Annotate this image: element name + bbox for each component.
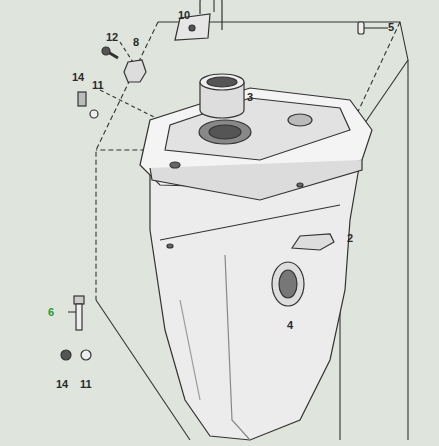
callout-number: 11 xyxy=(92,80,104,91)
callout-number: 14 xyxy=(56,379,68,390)
callout-number: 5 xyxy=(388,22,394,33)
callout-number: 3 xyxy=(247,92,253,103)
callout-number: 4 xyxy=(287,320,293,331)
callout-number: 6 xyxy=(48,307,54,318)
callout-number: 2 xyxy=(347,233,353,244)
callout-number: 10 xyxy=(178,10,190,21)
callout-number: 8 xyxy=(133,37,139,48)
callout-number: 11 xyxy=(80,379,92,390)
callout-number: 12 xyxy=(106,32,118,43)
callout-number: 14 xyxy=(72,72,84,83)
